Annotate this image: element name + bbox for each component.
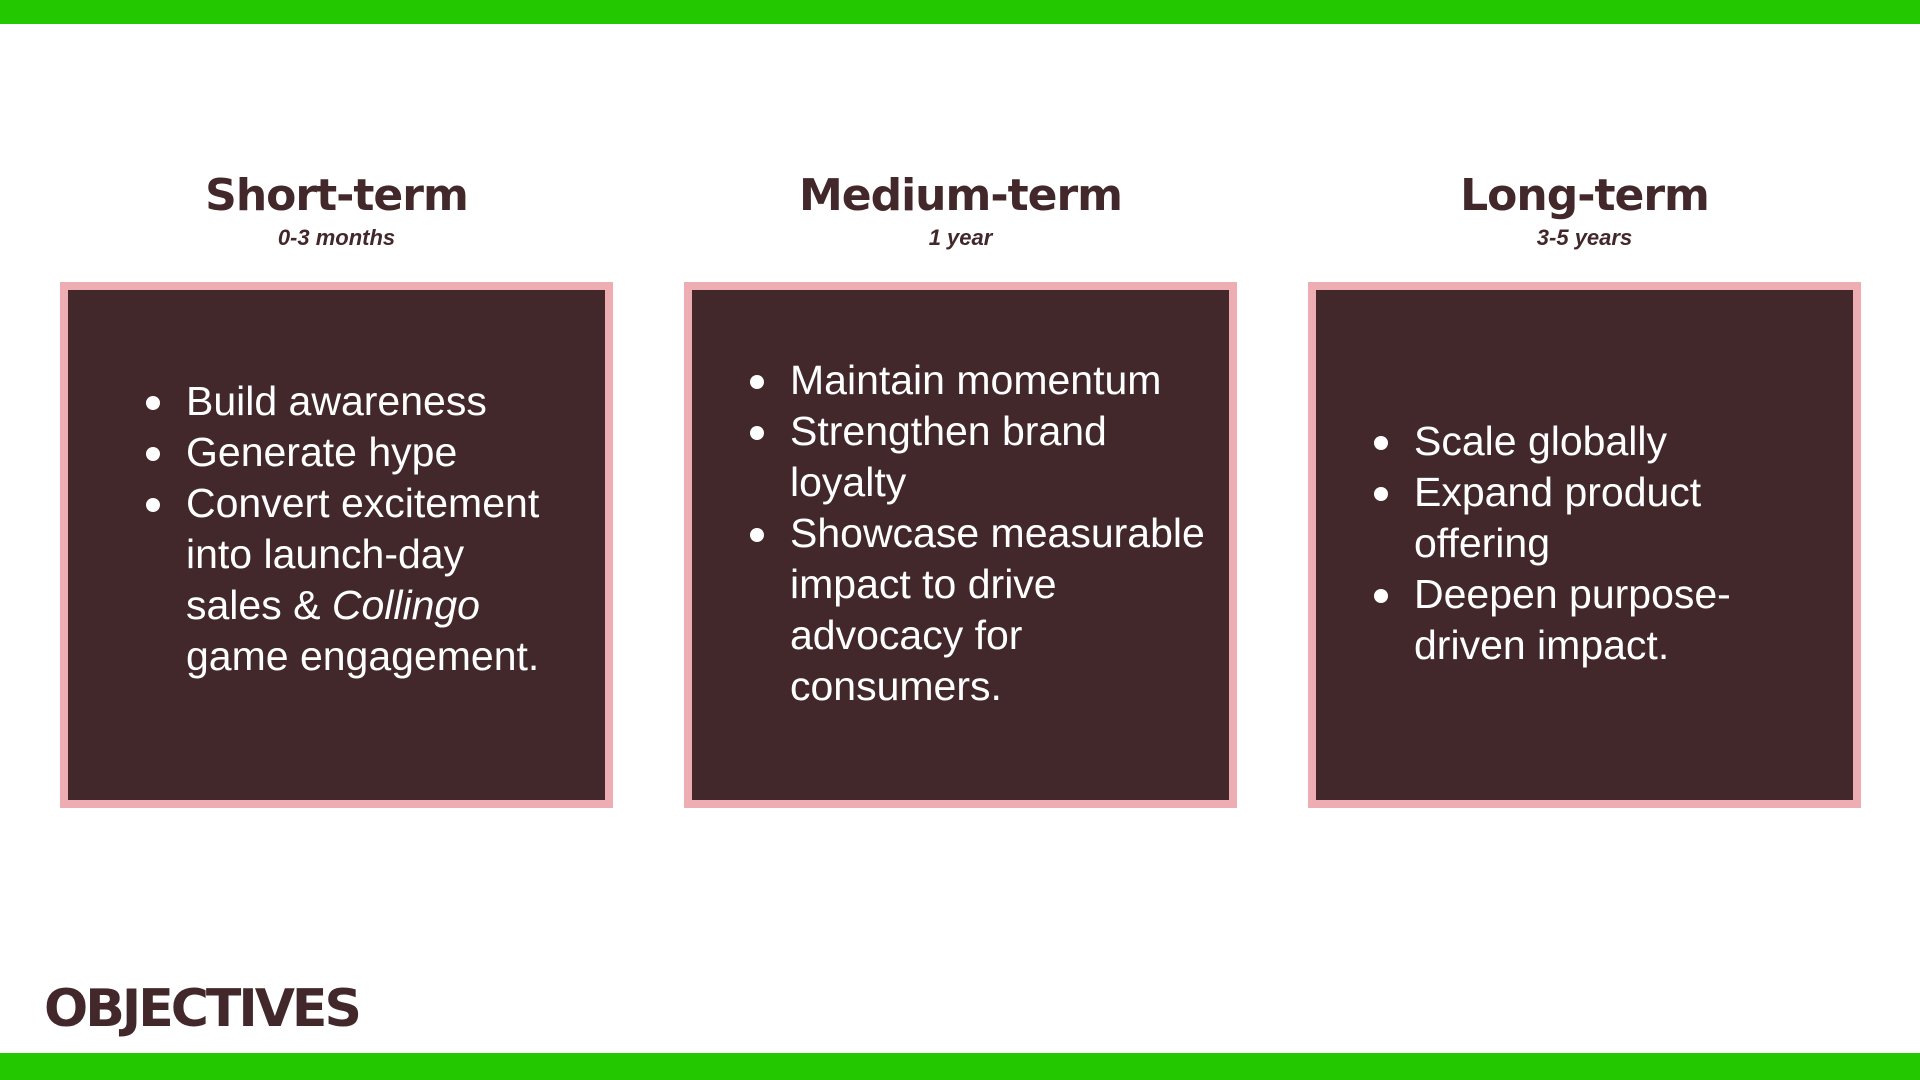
list-item-text: Deepen purpose-driven impact. bbox=[1414, 571, 1731, 668]
bullet-icon bbox=[146, 447, 160, 461]
page-title: OBJECTIVES bbox=[44, 979, 362, 1039]
top-accent-bar bbox=[0, 0, 1920, 24]
list-item-text: Build awareness bbox=[186, 378, 487, 424]
column-header-short-term: Short-term 0-3 months bbox=[60, 170, 613, 252]
list-item: Generate hype bbox=[146, 427, 566, 478]
list-item: Scale globally bbox=[1374, 416, 1794, 467]
bullet-icon bbox=[1374, 436, 1388, 450]
objective-card-medium-term: Maintain momentum Strengthen brand loyal… bbox=[684, 282, 1237, 808]
list-item-text: Scale globally bbox=[1414, 418, 1667, 464]
list-item-text: Showcase measurable impact to drive advo… bbox=[790, 510, 1205, 709]
list-item: Convert excitement into launch-day sales… bbox=[146, 478, 566, 682]
list-item: Maintain momentum bbox=[750, 355, 1210, 406]
column-header-long-term: Long-term 3-5 years bbox=[1308, 170, 1861, 252]
list-item: Strengthen brand loyalty bbox=[750, 406, 1210, 508]
bullet-icon bbox=[750, 426, 764, 440]
bullet-icon bbox=[146, 498, 160, 512]
bullet-icon bbox=[146, 396, 160, 410]
bullet-icon bbox=[1374, 589, 1388, 603]
list-item-text-part: game engagement. bbox=[186, 633, 540, 679]
list-item: Expand product offering bbox=[1374, 467, 1794, 569]
objective-card-long-term: Scale globally Expand product offering D… bbox=[1308, 282, 1861, 808]
list-item-text-part: Convert excitement into launch-day sales… bbox=[186, 480, 540, 628]
objective-list: Scale globally Expand product offering D… bbox=[1374, 416, 1794, 671]
brand-name: Collingo bbox=[331, 582, 480, 628]
bullet-icon bbox=[1374, 487, 1388, 501]
list-item-text: Expand product offering bbox=[1414, 469, 1702, 566]
column-subtitle: 3-5 years bbox=[1536, 225, 1633, 250]
column-subtitle: 1 year bbox=[928, 225, 993, 250]
bullet-icon bbox=[750, 375, 764, 389]
objective-card-short-term: Build awareness Generate hype Convert ex… bbox=[60, 282, 613, 808]
column-title: Medium-term bbox=[798, 170, 1123, 221]
list-item-text: Strengthen brand loyalty bbox=[790, 408, 1107, 505]
list-item-text: Convert excitement into launch-day sales… bbox=[186, 480, 539, 679]
list-item: Build awareness bbox=[146, 376, 566, 427]
list-item: Showcase measurable impact to drive advo… bbox=[750, 508, 1210, 712]
bottom-accent-bar bbox=[0, 1053, 1920, 1080]
bullet-icon bbox=[750, 528, 764, 542]
column-title: Short-term bbox=[205, 170, 469, 221]
list-item-text: Maintain momentum bbox=[790, 357, 1162, 403]
list-item: Deepen purpose-driven impact. bbox=[1374, 569, 1794, 671]
column-header-medium-term: Medium-term 1 year bbox=[684, 170, 1237, 252]
column-subtitle: 0-3 months bbox=[277, 225, 396, 250]
list-item-text: Generate hype bbox=[186, 429, 458, 475]
column-title: Long-term bbox=[1460, 170, 1710, 221]
objective-list: Maintain momentum Strengthen brand loyal… bbox=[750, 355, 1210, 712]
objective-list: Build awareness Generate hype Convert ex… bbox=[146, 376, 566, 682]
